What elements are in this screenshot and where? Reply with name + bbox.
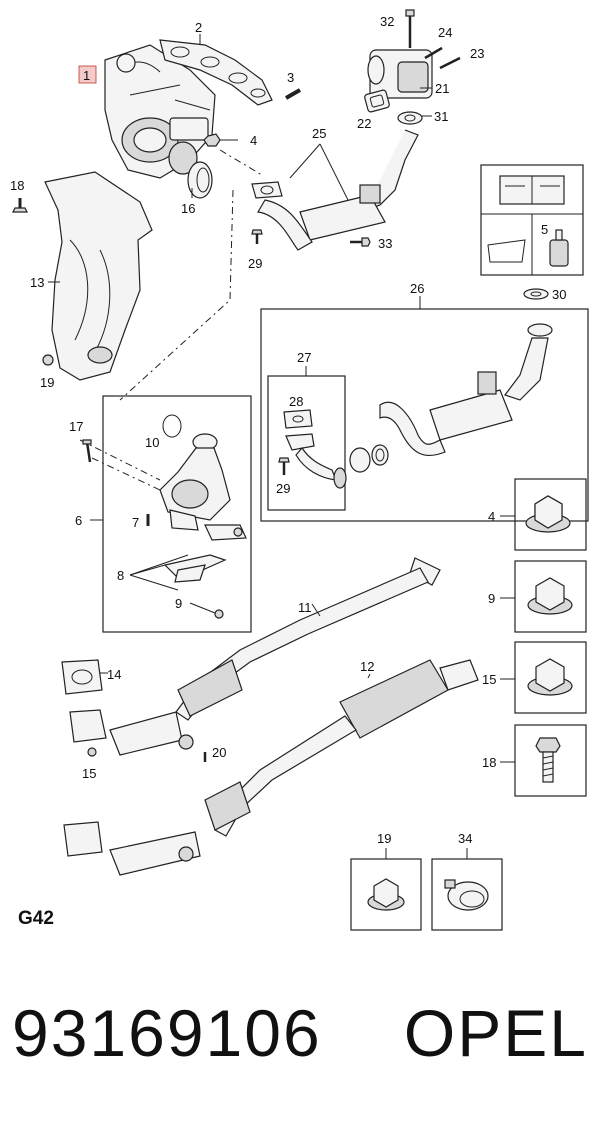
callout-30: 30 <box>552 287 566 302</box>
clamp-20[interactable] <box>178 734 207 762</box>
stud[interactable] <box>285 88 301 100</box>
callout-21: 21 <box>435 81 449 96</box>
clamp-box-34[interactable] <box>431 858 503 931</box>
callout-27: 27 <box>297 350 311 365</box>
gasket-14[interactable] <box>61 659 103 695</box>
callout-10: 10 <box>145 435 159 450</box>
catalytic-converter[interactable] <box>159 433 231 531</box>
callout-4: 4 <box>250 133 257 148</box>
ref-15: 15 <box>482 672 496 687</box>
manifold-gasket[interactable] <box>159 39 273 106</box>
exhaust-pipe-12[interactable] <box>63 659 479 876</box>
bolt-24[interactable] <box>424 46 443 60</box>
egr-cooler-pipe-25[interactable] <box>257 129 419 251</box>
callout-18: 18 <box>10 178 24 193</box>
nut-15[interactable] <box>87 747 97 757</box>
callout-17: 17 <box>69 419 83 434</box>
callout-3: 3 <box>287 70 294 85</box>
bolt-17[interactable] <box>82 439 92 463</box>
bolt-33[interactable] <box>350 237 371 247</box>
front-pipe-11[interactable] <box>69 557 441 756</box>
callout-7: 7 <box>132 515 139 530</box>
diagram-code: G42 <box>18 908 54 929</box>
nut-4[interactable] <box>203 133 221 147</box>
callout-16: 16 <box>181 201 195 216</box>
brand-name: OPEL <box>403 996 588 1070</box>
bolt-29[interactable] <box>251 229 263 244</box>
nut-box-15[interactable] <box>514 641 587 714</box>
callout-5: 5 <box>541 222 548 237</box>
nut-9[interactable] <box>214 609 224 619</box>
callout-25: 25 <box>312 126 326 141</box>
callout-29b: 29 <box>276 481 290 496</box>
gasket-10[interactable] <box>162 414 182 438</box>
callout-33: 33 <box>378 236 392 251</box>
callout-12: 12 <box>360 659 374 674</box>
ref-4: 4 <box>488 509 495 524</box>
wrench-icon <box>505 176 560 204</box>
egr-pipe-kit[interactable] <box>379 323 553 457</box>
gasket-30[interactable] <box>523 288 549 300</box>
callout-32: 32 <box>380 14 394 29</box>
ref-34: 34 <box>458 831 472 846</box>
clamp-16[interactable] <box>187 161 213 199</box>
callout-19: 19 <box>40 375 54 390</box>
bolt-23[interactable] <box>439 56 461 70</box>
ref-19: 19 <box>377 831 391 846</box>
callout-28: 28 <box>289 394 303 409</box>
callout-23: 23 <box>470 46 484 61</box>
bolt-18[interactable] <box>12 198 28 213</box>
bracket[interactable] <box>204 524 247 541</box>
callout-11: 11 <box>298 600 312 615</box>
callout-24: 24 <box>438 25 452 40</box>
nut-box-9[interactable] <box>514 560 587 633</box>
info-box <box>480 164 584 276</box>
nut-box-19[interactable] <box>350 858 422 931</box>
callout-15: 15 <box>82 766 96 781</box>
brackets-8[interactable] <box>163 554 227 583</box>
nut-box-4[interactable] <box>514 478 587 551</box>
bolt-32[interactable] <box>405 9 415 48</box>
gasket-22[interactable] <box>364 89 390 113</box>
nut-19[interactable] <box>42 354 54 366</box>
callout-29: 29 <box>248 256 262 271</box>
part-5[interactable] <box>549 229 569 267</box>
callout-26: 26 <box>410 281 424 296</box>
callout-1: 1 <box>83 68 90 83</box>
flex-pipe-27[interactable] <box>285 433 347 489</box>
callout-6: 6 <box>75 513 82 528</box>
callout-22: 22 <box>357 116 371 131</box>
oil-can-icon <box>487 239 526 263</box>
callout-2: 2 <box>195 20 202 35</box>
callout-8: 8 <box>117 568 124 583</box>
kit-box-26 <box>260 308 589 522</box>
footer: 93169106 OPEL <box>0 995 600 1095</box>
callout-13: 13 <box>30 275 44 290</box>
part-number: 93169106 <box>12 996 322 1070</box>
egr-valve[interactable] <box>367 49 433 99</box>
bolt-29-kit[interactable] <box>278 457 290 475</box>
ref-9: 9 <box>488 591 495 606</box>
heat-shield[interactable] <box>44 171 153 381</box>
clamp-kit[interactable] <box>349 444 389 473</box>
catalyst-box-6 <box>102 395 252 633</box>
ref-18: 18 <box>482 755 496 770</box>
callout-9: 9 <box>175 596 182 611</box>
callout-20: 20 <box>212 745 226 760</box>
gasket-28[interactable] <box>283 409 313 429</box>
turbocharger[interactable] <box>104 44 216 179</box>
callout-1-highlight <box>78 65 97 84</box>
gasket-pipe-flange[interactable] <box>251 181 283 199</box>
callout-31: 31 <box>434 109 448 124</box>
callout-14: 14 <box>107 667 121 682</box>
gasket-31[interactable] <box>397 111 423 125</box>
bolt-box-18[interactable] <box>514 724 587 797</box>
